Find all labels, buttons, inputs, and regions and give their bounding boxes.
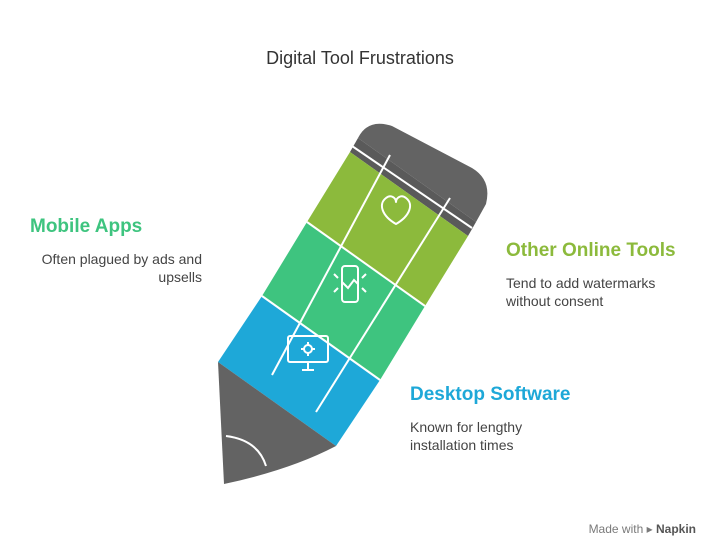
separator-line	[315, 197, 451, 413]
other-online-tools-heading: Other Online Tools	[506, 240, 676, 261]
separator-line	[306, 221, 426, 307]
desc-line: Often plagued by ads and	[41, 251, 202, 267]
ferrule-line	[351, 145, 473, 229]
desc-line: Tend to add watermarks	[506, 275, 656, 291]
mobile-apps-heading: Mobile Apps	[30, 216, 143, 237]
heart-icon	[380, 195, 412, 225]
pencil-tip-line	[225, 435, 267, 467]
napkin-watermark[interactable]: Made with ▸ Napkin	[589, 522, 696, 536]
label-mobile-apps: Mobile Apps Often plagued by ads and ups…	[0, 216, 202, 286]
napkin-logo-icon: ▸	[646, 522, 653, 536]
desc-line: without consent	[506, 293, 604, 309]
smartphone-icon	[333, 265, 367, 303]
band-online-tools	[307, 152, 468, 306]
pencil-tip	[218, 362, 336, 484]
desktop-software-description: Known for lengthy installation times	[410, 418, 630, 454]
diagram-title: Digital Tool Frustrations	[266, 48, 454, 68]
label-desktop-software: Desktop Software Known for lengthy insta…	[410, 384, 630, 454]
watermark-brand: Napkin	[655, 522, 696, 536]
desc-line: installation times	[410, 437, 514, 453]
mobile-apps-description: Often plagued by ads and upsells	[0, 250, 202, 286]
desktop-software-heading: Desktop Software	[410, 384, 571, 405]
desc-line: Known for lengthy	[410, 419, 523, 435]
separator-line	[271, 154, 391, 376]
label-other-online-tools: Other Online Tools Tend to add watermark…	[506, 240, 706, 310]
band-desktop-software	[218, 296, 380, 446]
desktop-gear-icon	[287, 335, 329, 371]
separator-line	[261, 295, 381, 381]
watermark-prefix: Made with	[588, 522, 644, 536]
desc-line: upsells	[158, 269, 202, 285]
other-online-tools-description: Tend to add watermarks without consent	[506, 274, 706, 310]
pencil-eraser	[358, 123, 488, 222]
